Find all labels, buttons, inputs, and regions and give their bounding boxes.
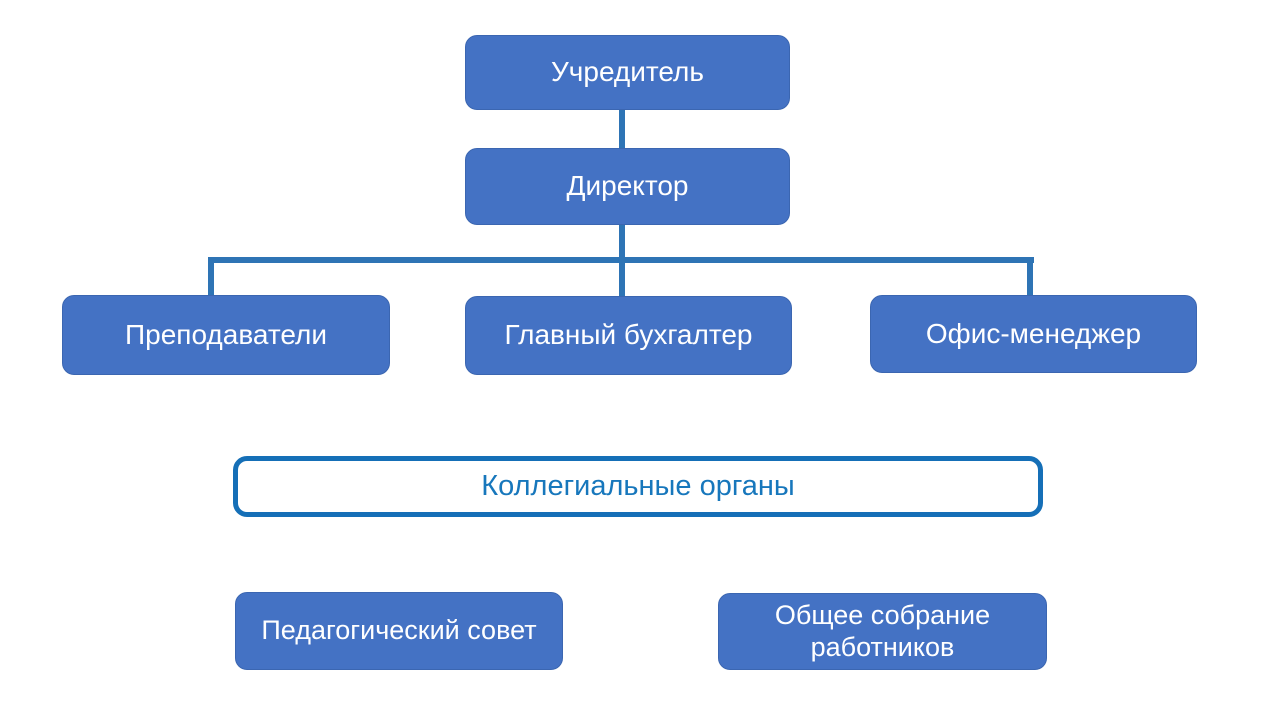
node-teachers: Преподаватели [62, 295, 390, 375]
node-collegial-bodies: Коллегиальные органы [233, 456, 1043, 517]
node-collegial-bodies-label: Коллегиальные органы [481, 470, 795, 502]
node-workers-general-meeting-label: Общее собрание работников [774, 600, 991, 662]
connector-horizontal-rail [208, 257, 1034, 263]
connector-drop-teachers [208, 257, 214, 296]
node-director: Директор [465, 148, 790, 225]
node-office-manager-label: Офис-менеджер [925, 317, 1142, 349]
node-founder: Учредитель [465, 35, 790, 110]
node-director-label: Директор [566, 170, 689, 202]
node-chief-accountant-label: Главный бухгалтер [504, 319, 753, 351]
node-founder-label: Учредитель [551, 56, 704, 88]
node-pedagogical-council: Педагогический совет [235, 592, 563, 670]
node-chief-accountant: Главный бухгалтер [465, 296, 792, 375]
node-office-manager: Офис-менеджер [870, 295, 1197, 373]
node-teachers-label: Преподаватели [125, 318, 327, 350]
node-pedagogical-council-label: Педагогический совет [261, 615, 537, 646]
node-workers-general-meeting: Общее собрание работников [718, 593, 1047, 670]
connector-drop-office-manager [1027, 257, 1033, 296]
connector-founder-director [619, 109, 625, 149]
